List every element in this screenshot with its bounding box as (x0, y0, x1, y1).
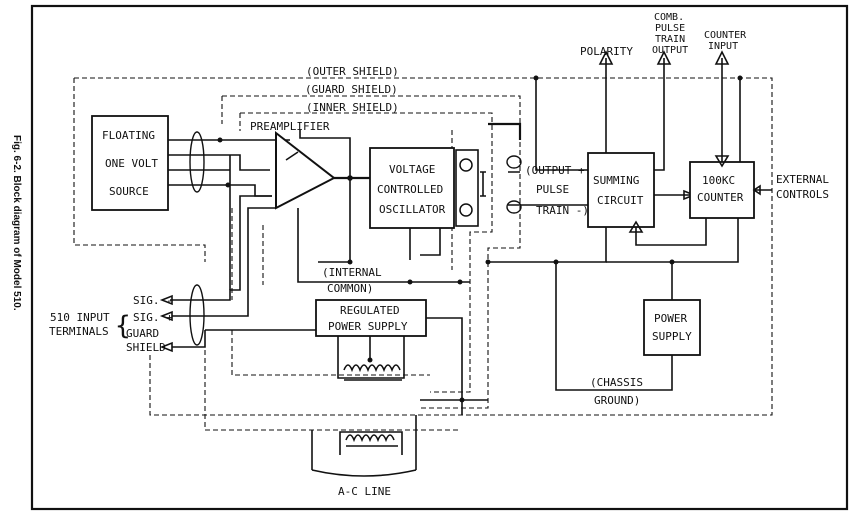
comb-output-line-1: COMB. (654, 12, 684, 23)
figure-caption: Fig. 6-2. Block diagram of Model 510. (11, 135, 22, 311)
input-terminals: 510 INPUT TERMINALS { SIG. - SIG. + GUAR… (49, 294, 173, 354)
comb-output-line-4: OUTPUT (652, 45, 688, 56)
train-minus-label: TRAIN -) (536, 204, 589, 217)
shield-label: SHIELD (126, 341, 166, 354)
input-cable-clamp (189, 284, 205, 346)
counter-input-line-1: COUNTER (704, 30, 747, 41)
comb-output-line-2: PULSE (655, 23, 685, 34)
output-plus-label: (OUTPUT + (525, 164, 585, 177)
source-line-1: FLOATING (102, 129, 155, 142)
internal-common-line-2: COMMON) (327, 282, 373, 295)
preamplifier-label: PREAMPLIFIER (250, 120, 330, 133)
power-line-2: SUPPLY (652, 330, 692, 343)
preamplifier: PREAMPLIFIER (250, 120, 336, 210)
regulated-transformer (337, 336, 405, 381)
source-line-2: ONE VOLT (105, 157, 158, 170)
vco-line-2: CONTROLLED (377, 183, 443, 196)
vco-line-1: VOLTAGE (389, 163, 435, 176)
regulated-line-1: REGULATED (340, 304, 400, 317)
internal-common-line-1: (INTERNAL (322, 266, 382, 279)
power-supply: POWER SUPPLY (643, 299, 701, 356)
chassis-ground-line-2: GROUND) (594, 394, 640, 407)
pulse-transformers (455, 149, 522, 227)
chassis-ground-line-1: (CHASSIS (590, 376, 643, 389)
guard-shield-label: (GUARD SHIELD) (305, 83, 398, 96)
external-controls-line-2: CONTROLS (776, 188, 829, 201)
sig-plus-label: SIG. + (133, 311, 173, 324)
outer-shield-label: (OUTER SHIELD) (306, 65, 399, 78)
ac-line-label: A-C LINE (338, 485, 391, 498)
inner-shield-label: (INNER SHIELD) (306, 101, 399, 114)
regulated-line-2: POWER SUPPLY (328, 320, 408, 333)
polarity-label: POLARITY (580, 45, 633, 58)
inner-shield: (INNER SHIELD) (239, 101, 493, 393)
summing-line-1: SUMMING (593, 174, 639, 187)
floating-one-volt-source: FLOATING ONE VOLT SOURCE (91, 115, 169, 211)
external-controls-line-1: EXTERNAL (776, 173, 829, 186)
summing-circuit: SUMMING CIRCUIT (587, 152, 655, 228)
source-line-3: SOURCE (109, 185, 149, 198)
ac-line-transformer: A-C LINE (311, 415, 417, 498)
counter-100kc: 100KC COUNTER (689, 161, 755, 219)
power-line-1: POWER (654, 312, 687, 325)
input-terminals-line-1: 510 INPUT (50, 311, 110, 324)
guard-shield: (GUARD SHIELD) (221, 83, 521, 409)
source-cable-clamp (189, 131, 205, 193)
input-brace: { (115, 311, 131, 341)
input-terminals-line-2: TERMINALS (49, 325, 109, 338)
counter-line-2: COUNTER (697, 191, 744, 204)
counter-line-1: 100KC (702, 174, 735, 187)
guard-label: GUARD (126, 327, 159, 340)
pulse-label: PULSE (536, 183, 569, 196)
voltage-controlled-oscillator: VOLTAGE CONTROLLED OSCILLATOR (369, 147, 455, 229)
vco-line-3: OSCILLATOR (379, 203, 446, 216)
counter-input-line-2: INPUT (708, 41, 738, 52)
comb-output-line-3: TRAIN (655, 34, 685, 45)
summing-line-2: CIRCUIT (597, 194, 644, 207)
sig-minus-label: SIG. - (133, 294, 173, 307)
outer-shield: (OUTER SHIELD) (73, 65, 773, 416)
regulated-power-supply: REGULATED POWER SUPPLY (315, 299, 427, 337)
figure-frame (30, 4, 849, 511)
